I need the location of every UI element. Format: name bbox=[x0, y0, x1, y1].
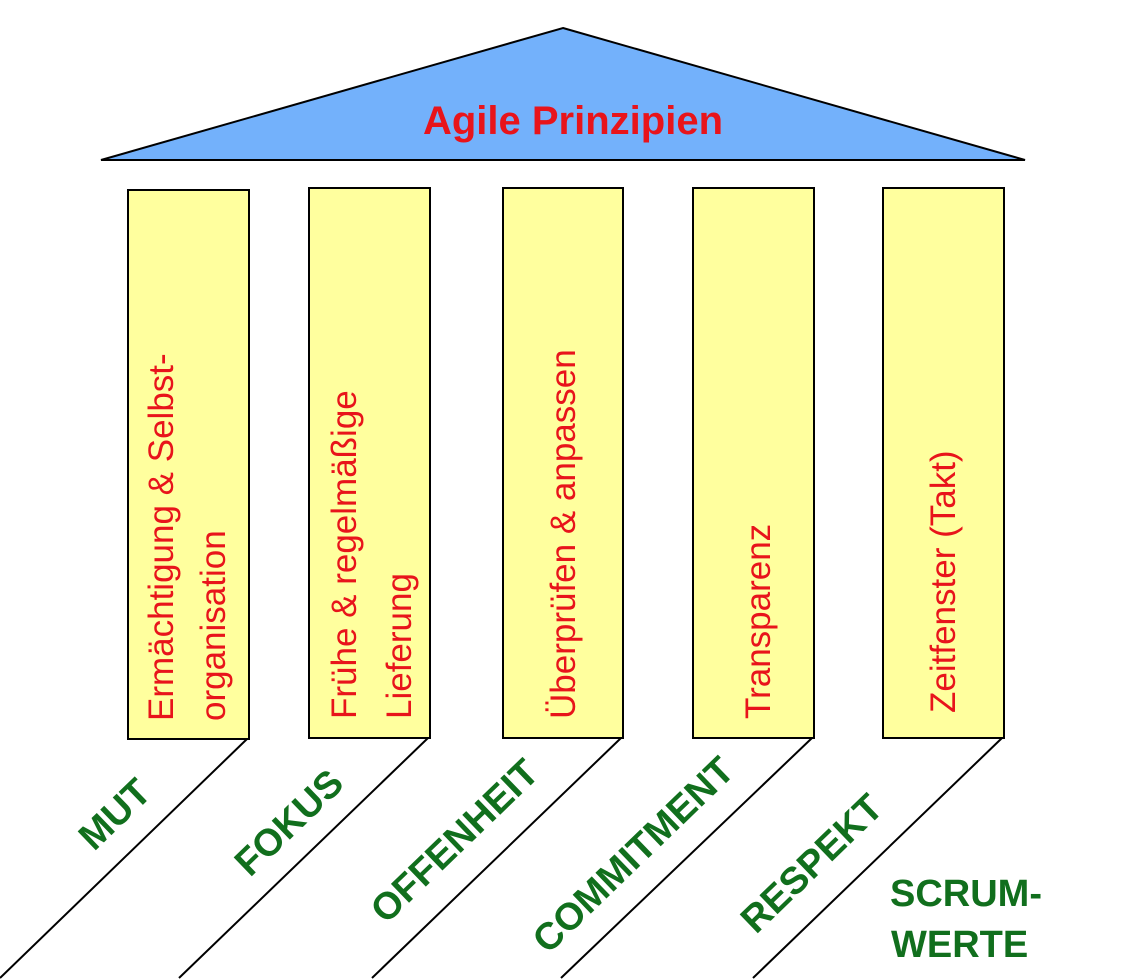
pillar-1-box bbox=[127, 189, 250, 740]
pillar-3-box bbox=[502, 187, 624, 739]
value-offenheit: OFFENHEIT bbox=[363, 752, 547, 932]
value-fokus: FOKUS bbox=[227, 762, 352, 885]
pillar-1: Ermächtigung & Selbst- organisation bbox=[127, 189, 250, 740]
pillar-2-line-2: Lieferung bbox=[380, 573, 419, 719]
pillar-2-box bbox=[308, 187, 431, 739]
value-commitment: COMMITMENT bbox=[525, 749, 742, 961]
pillar-3: Überprüfen & anpassen bbox=[502, 187, 624, 739]
pillar-2-line-1: Frühe & regelmäßige bbox=[325, 390, 364, 719]
pillar-3-line-1: Überprüfen & anpassen bbox=[544, 349, 583, 719]
pillar-2: Frühe & regelmäßige Lieferung bbox=[308, 187, 431, 739]
pillar-5-box bbox=[882, 187, 1005, 739]
pillar-1-line-2: organisation bbox=[194, 530, 233, 721]
base-line-4 bbox=[560, 737, 813, 979]
base-line-3 bbox=[371, 737, 622, 979]
value-respekt: RESPEKT bbox=[733, 787, 891, 942]
value-mut: MUT bbox=[71, 771, 159, 858]
base-line-5 bbox=[752, 737, 1003, 979]
pillar-4-line-1: Transparenz bbox=[739, 524, 778, 719]
pillar-4: Transparenz bbox=[692, 187, 815, 739]
roof-title: Agile Prinzipien bbox=[423, 99, 723, 143]
pillar-1-line-1: Ermächtigung & Selbst- bbox=[142, 353, 181, 721]
base-line-1 bbox=[0, 738, 248, 979]
pillar-5-line-1: Zeitfenster (Takt) bbox=[924, 450, 963, 713]
footer-line-2: WERTE bbox=[891, 924, 1028, 966]
footer-line-1: SCRUM- bbox=[890, 873, 1042, 915]
base-line-2 bbox=[178, 737, 429, 979]
roof-triangle bbox=[100, 26, 1026, 161]
pillar-5: Zeitfenster (Takt) bbox=[882, 187, 1005, 739]
pillar-4-box bbox=[692, 187, 815, 739]
